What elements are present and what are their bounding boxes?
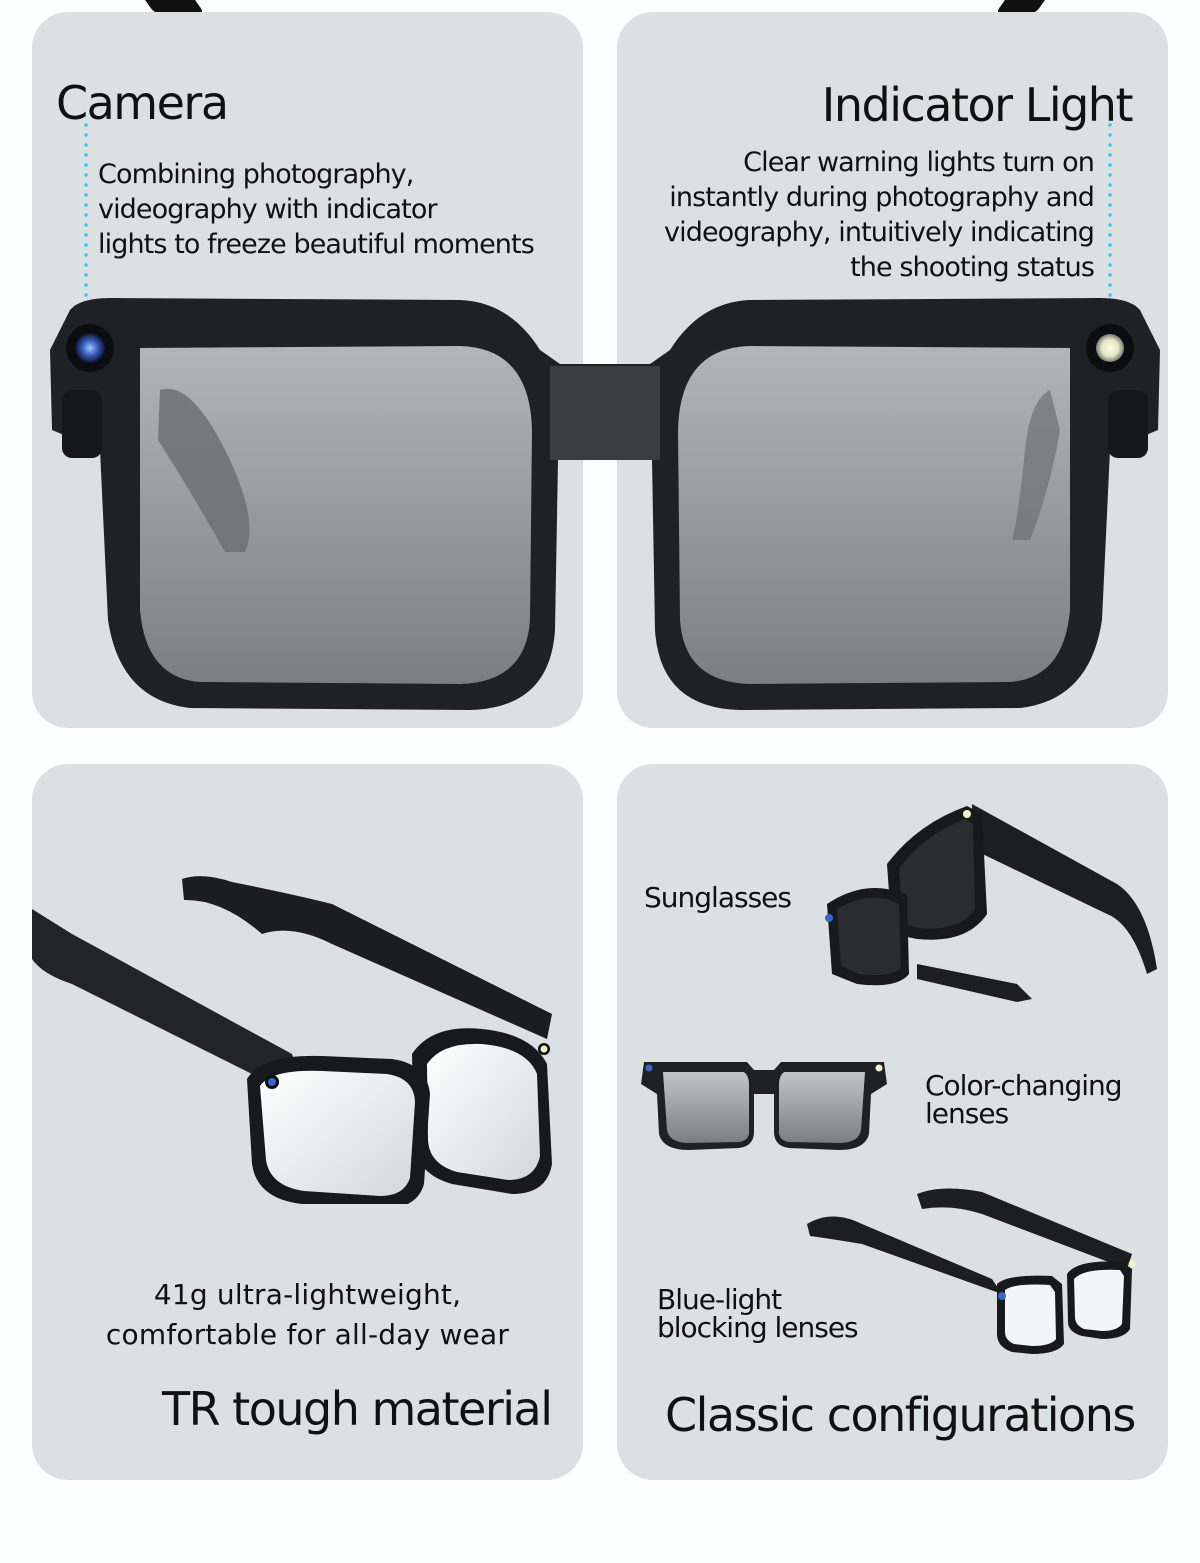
tr-subtitle-line: 41g ultra-lightweight,	[153, 1278, 462, 1311]
option-blue-light-label: Blue-light blocking lenses	[657, 1283, 859, 1344]
camera-leader-dots	[84, 120, 88, 352]
camera-description-line: Combining photography,	[98, 159, 414, 190]
indicator-light-icon	[1096, 334, 1124, 362]
tr-subtitle: 41g ultra-lightweight, comfortable for a…	[32, 1275, 583, 1355]
classic-configurations-panel: Sunglasses Color-changing lenses Blue-li…	[617, 764, 1168, 1480]
camera-title: Camera	[56, 76, 229, 130]
option-label-line: Sunglasses	[644, 881, 792, 914]
indicator-description-line: instantly during photography and	[669, 182, 1095, 213]
blue-light-glasses-image	[807, 1188, 1136, 1354]
camera-description-line: lights to freeze beautiful moments	[98, 229, 535, 260]
tr-title: TR tough material	[162, 1382, 553, 1436]
tr-material-feature-panel: 41g ultra-lightweight, comfortable for a…	[32, 764, 583, 1480]
camera-description: Combining photography, videography with …	[98, 157, 535, 262]
glasses-angled-clear-lenses	[32, 876, 552, 1204]
option-label-line: blocking lenses	[657, 1311, 859, 1344]
camera-lens-icon	[75, 333, 105, 363]
option-sunglasses-label: Sunglasses	[644, 881, 792, 914]
indicator-description-line: videography, intuitively indicating	[664, 217, 1095, 248]
indicator-description-line: the shooting status	[850, 252, 1095, 283]
sunglasses-image	[825, 804, 1157, 1002]
classic-title: Classic configurations	[665, 1388, 1136, 1442]
tr-subtitle-line: comfortable for all-day wear	[105, 1318, 510, 1351]
indicator-leader-dots	[1108, 120, 1112, 352]
indicator-description: Clear warning lights turn on instantly d…	[664, 145, 1095, 285]
indicator-description-line: Clear warning lights turn on	[743, 147, 1095, 178]
option-label-line: Blue-light	[657, 1283, 782, 1316]
camera-description-line: videography with indicator	[98, 194, 438, 225]
indicator-title: Indicator Light	[821, 78, 1134, 132]
option-color-changing-label: Color-changing lenses	[925, 1069, 1123, 1130]
option-label-line: Color-changing	[925, 1069, 1123, 1102]
hero-glasses-front-view	[50, 298, 1160, 710]
option-label-line: lenses	[925, 1097, 1009, 1130]
color-changing-glasses-image	[641, 1062, 887, 1150]
